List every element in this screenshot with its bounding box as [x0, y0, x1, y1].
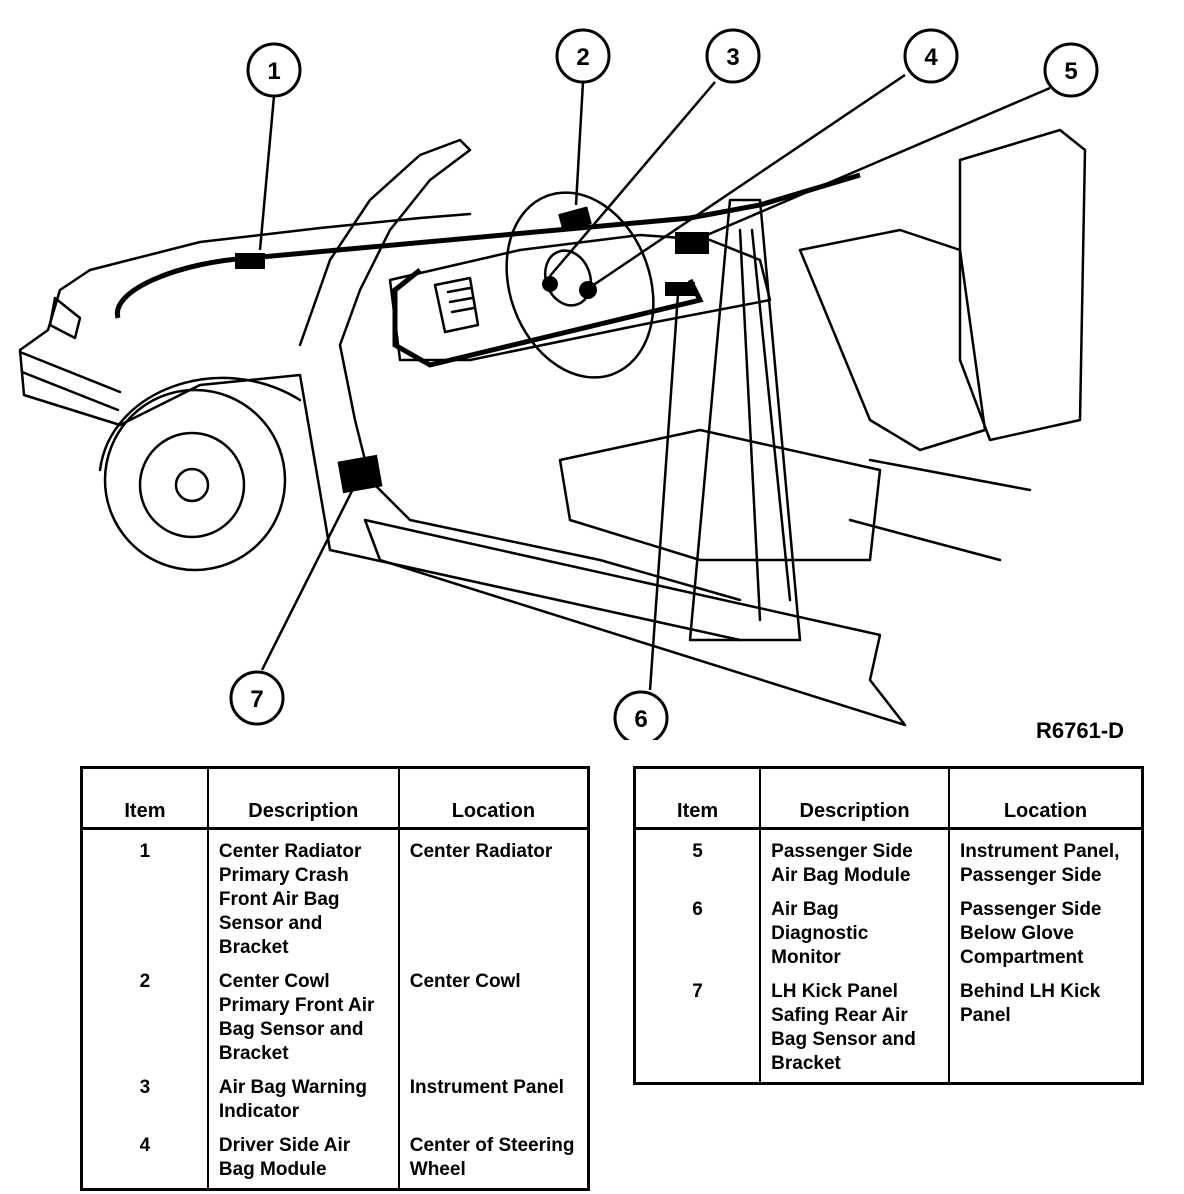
table-row: 4 Driver Side Air Bag Module Center of S…	[80, 1130, 590, 1190]
leader-line-4	[591, 73, 906, 288]
front-wheel-tire	[103, 388, 287, 572]
seat-cushion	[558, 428, 882, 562]
diagnostic-monitor	[665, 282, 695, 296]
leader-line-1	[258, 95, 276, 251]
table-row: 2 Center Cowl Primary Front Air Bag Sens…	[80, 966, 590, 1072]
table-row: 3 Air Bag Warning Indicator Instrument P…	[80, 1072, 590, 1130]
item-description: Center Radiator Primary Crash Front Air …	[206, 828, 400, 966]
item-number: 4	[80, 1130, 209, 1190]
center-cowl-sensor	[558, 206, 592, 232]
leader-line-7	[260, 484, 357, 671]
item-location: Instrument Panel, Passenger Side	[947, 828, 1144, 894]
b-pillar	[688, 198, 802, 642]
figure-id: R6761-D	[1036, 718, 1125, 743]
svg-text:7: 7	[250, 686, 263, 713]
svg-text:5: 5	[1064, 58, 1077, 85]
svg-text:4: 4	[924, 44, 938, 71]
header-description: Description	[206, 766, 400, 830]
table-row: 1 Center Radiator Primary Crash Front Ai…	[80, 828, 590, 966]
headlight	[48, 296, 82, 340]
item-number: 2	[80, 966, 209, 1072]
item-location: Behind LH Kick Panel	[947, 976, 1144, 1084]
wheel-hub	[174, 467, 210, 503]
front-seat-back	[798, 228, 987, 452]
leader-line-6	[648, 293, 680, 691]
header-item: Item	[633, 766, 762, 830]
center-vents	[433, 276, 480, 334]
header-location: Location	[947, 766, 1144, 830]
wheel-arch	[98, 376, 302, 472]
leader-line-3	[549, 81, 716, 277]
item-number: 7	[633, 976, 762, 1084]
callout-6: 6	[613, 690, 669, 740]
item-number: 6	[633, 894, 762, 976]
table-row: 6 Air Bag Diagnostic Monitor Passenger S…	[633, 894, 1144, 976]
center-radiator-sensor	[235, 253, 265, 269]
rocker-panel	[363, 518, 907, 727]
kick-panel-sensor	[337, 454, 383, 494]
air-bag-warning-indicator	[542, 276, 558, 292]
item-description: LH Kick Panel Safing Rear Air Bag Sensor…	[759, 976, 950, 1084]
item-description: Air Bag Warning Indicator	[206, 1072, 400, 1130]
wiring-harness	[114, 172, 861, 368]
item-description: Driver Side Air Bag Module	[206, 1130, 400, 1190]
item-location: Passenger Side Below Glove Compartment	[947, 894, 1144, 976]
item-location: Center Cowl	[397, 966, 590, 1072]
svg-text:3: 3	[726, 44, 739, 71]
legend-table-left: Item Description Location 1 Center Radia…	[80, 766, 590, 1191]
callout-2: 2	[555, 28, 611, 84]
header-item: Item	[80, 766, 209, 830]
item-number: 1	[80, 828, 209, 966]
seatbelt	[738, 228, 792, 622]
table-row: 5 Passenger Side Air Bag Module Instrume…	[633, 828, 1144, 894]
body-side	[118, 373, 742, 642]
svg-text:1: 1	[267, 58, 280, 85]
item-description: Center Cowl Primary Front Air Bag Sensor…	[206, 966, 400, 1072]
header-description: Description	[759, 766, 950, 830]
item-description: Passenger Side Air Bag Module	[759, 828, 950, 894]
leader-line-2	[574, 81, 585, 206]
callout-5: 5	[1043, 42, 1099, 98]
legend-table-right: Item Description Location 5 Passenger Si…	[633, 766, 1144, 1085]
steering-wheel	[505, 191, 655, 379]
front-wheel-rim	[138, 431, 246, 539]
callout-4: 4	[903, 28, 959, 84]
a-pillar	[298, 138, 472, 347]
item-location: Center Radiator	[397, 828, 590, 966]
car-interior-diagram: 1 2 3 4 5 6 7	[18, 28, 1099, 740]
hood-outline	[58, 212, 472, 292]
door-opening	[338, 343, 742, 602]
header-location: Location	[397, 766, 590, 830]
item-location: Instrument Panel	[397, 1072, 590, 1130]
item-location: Center of Steering Wheel	[397, 1130, 590, 1190]
svg-text:2: 2	[576, 44, 589, 71]
item-number: 3	[80, 1072, 209, 1130]
item-description: Air Bag Diagnostic Monitor	[759, 894, 950, 976]
front-bumper	[18, 350, 122, 412]
rear-seat	[958, 128, 1087, 442]
svg-text:6: 6	[634, 706, 647, 733]
callout-1: 1	[246, 42, 302, 98]
leader-line-5	[699, 86, 1051, 240]
floor-line	[848, 458, 1032, 562]
callout-7: 7	[229, 670, 285, 726]
table-row: 7 LH Kick Panel Safing Rear Air Bag Sens…	[633, 976, 1144, 1084]
dashboard	[388, 233, 772, 362]
callout-3: 3	[705, 28, 761, 84]
item-number: 5	[633, 828, 762, 894]
